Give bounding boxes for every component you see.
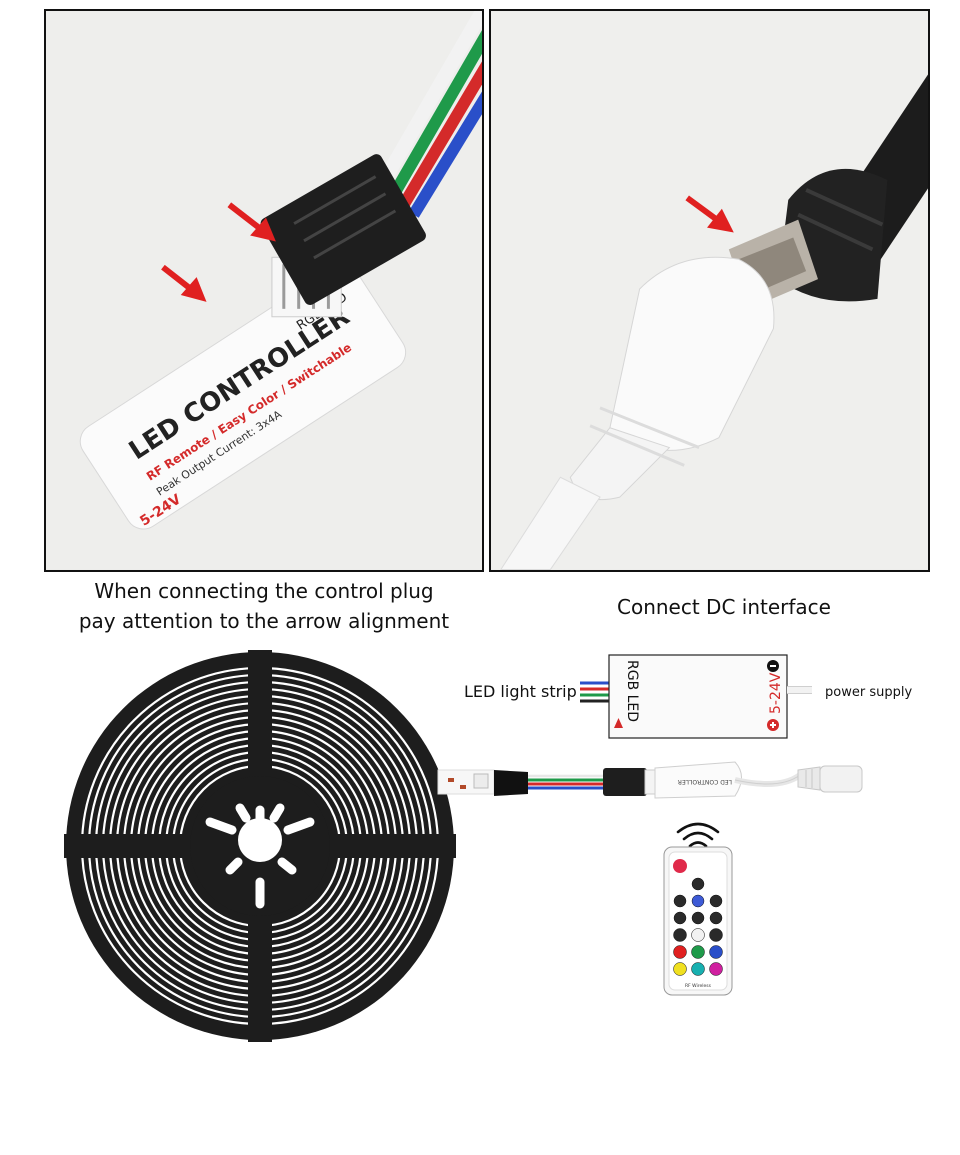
remote-button bbox=[691, 911, 705, 925]
remote-button bbox=[673, 945, 687, 959]
remote-button bbox=[709, 928, 723, 942]
remote-button bbox=[691, 945, 705, 959]
remote-button bbox=[673, 962, 687, 976]
sun-icon bbox=[205, 803, 315, 909]
black-plug bbox=[260, 154, 426, 305]
wireless-signal-icon bbox=[676, 822, 720, 848]
strip-wires bbox=[528, 774, 606, 790]
dc-interface-illustration bbox=[491, 11, 928, 570]
led-reel bbox=[64, 650, 456, 1042]
arrow-icon bbox=[227, 202, 276, 242]
remote-button bbox=[691, 928, 705, 942]
rf-remote: RF Wireless bbox=[663, 846, 733, 996]
remote-button bbox=[691, 877, 705, 891]
box-input-wires bbox=[580, 681, 610, 703]
controller-box: RGB LED 5-24V bbox=[608, 654, 788, 739]
box-voltage-label: 5-24V bbox=[768, 672, 784, 714]
wire-bundle bbox=[366, 11, 482, 218]
remote-button bbox=[691, 962, 705, 976]
remote-button bbox=[709, 911, 723, 925]
warning-icon bbox=[614, 718, 623, 728]
remote-brand: RF Wireless bbox=[685, 983, 712, 989]
remote-button bbox=[673, 928, 687, 942]
small-controller: LED CONTROLLER bbox=[603, 761, 802, 799]
label-led-light-strip: LED light strip bbox=[464, 682, 577, 701]
label-power-supply: power supply bbox=[825, 685, 912, 700]
caption-dc-interface: Connect DC interface bbox=[617, 595, 831, 619]
photo-dc-interface bbox=[489, 9, 930, 572]
box-rgb-label: RGB LED bbox=[624, 660, 640, 722]
small-dc-jack bbox=[797, 765, 863, 793]
remote-button bbox=[691, 894, 705, 908]
remote-button-grid bbox=[673, 877, 723, 976]
caption-control-plug: When connecting the control plug pay att… bbox=[44, 576, 484, 636]
led-strip-segment bbox=[437, 769, 528, 796]
remote-button bbox=[709, 962, 723, 976]
white-dc-jack bbox=[500, 256, 775, 570]
small-controller-title: LED CONTROLLER bbox=[678, 778, 732, 785]
remote-button bbox=[709, 945, 723, 959]
photo-control-plug: LED CONTROLLER RF Remote / Easy Color / … bbox=[44, 9, 484, 572]
arrow-icon bbox=[685, 195, 734, 233]
control-plug-illustration: LED CONTROLLER RF Remote / Easy Color / … bbox=[46, 11, 482, 570]
remote-button bbox=[709, 894, 723, 908]
caption-line-2: pay attention to the arrow alignment bbox=[78, 609, 450, 633]
arrow-icon bbox=[161, 264, 207, 302]
caption-line-1: When connecting the control plug bbox=[94, 579, 434, 603]
wiring-diagram: LED light strip RGB LED 5-24V power supp… bbox=[64, 650, 912, 1042]
remote-button bbox=[673, 894, 687, 908]
remote-button bbox=[673, 911, 687, 925]
power-button-icon bbox=[673, 859, 687, 873]
